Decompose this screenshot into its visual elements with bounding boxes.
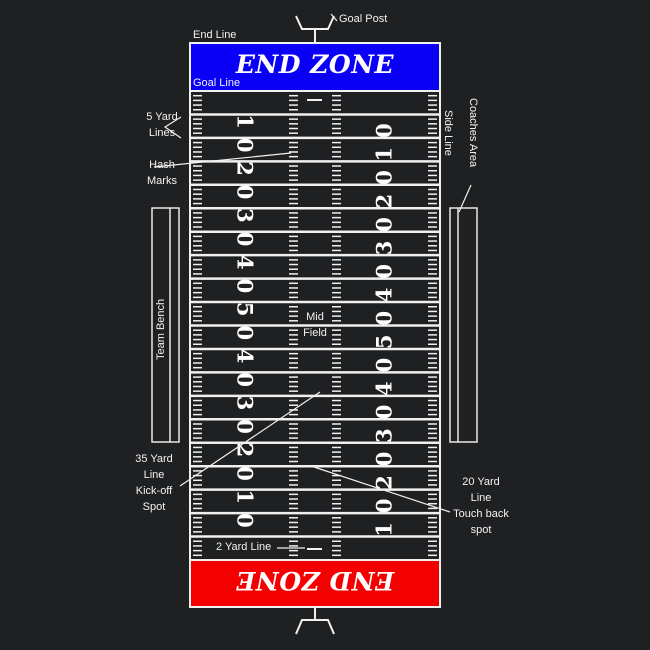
two-yard-line-label: 2 Yard Line <box>215 541 273 554</box>
touchback-spot-label: 20 Yard Line Touch back spot <box>446 476 516 537</box>
touchback-label-line3: Touch back <box>453 508 509 520</box>
team-bench-label: Team Bench <box>155 298 167 360</box>
touchback-label-line2: Line <box>470 492 492 504</box>
five-yard-lines-label: 5 Yard Lines <box>138 111 186 140</box>
yard-number: 10 <box>372 489 397 536</box>
goal-line-label: Goal Line <box>193 77 241 89</box>
mid-field-label-line2: Field <box>303 327 327 339</box>
kickoff-label-line2: Line <box>143 469 165 481</box>
touchback-label-line1: 20 Yard <box>462 476 500 488</box>
mid-field-label-line1: Mid <box>306 311 324 323</box>
five-yard-lines-label-line1: 5 Yard <box>146 111 178 123</box>
bottom-end-zone <box>189 559 441 608</box>
hash-marks-label: Hash Marks <box>140 159 184 188</box>
coaches-area-label: Coaches Area <box>467 98 479 168</box>
yard-number: 40 <box>233 255 258 302</box>
kickoff-label-line1: 35 Yard <box>135 453 173 465</box>
yard-number: 10 <box>372 114 397 161</box>
yard-number: 40 <box>233 349 258 396</box>
yard-lines <box>190 113 440 538</box>
yard-number: 40 <box>372 349 397 396</box>
top-end-zone-label: END ZONE <box>235 50 395 79</box>
bottom-goal-post-icon <box>295 607 335 635</box>
yard-number: 50 <box>233 302 258 349</box>
yard-number: 30 <box>233 396 258 443</box>
yard-number: 20 <box>372 161 397 208</box>
kickoff-spot-label: 35 Yard Line Kick-off Spot <box>128 453 180 514</box>
yard-number: 30 <box>233 208 258 255</box>
yard-number: 30 <box>372 208 397 255</box>
team-bench <box>151 207 180 443</box>
yard-number: 10 <box>233 489 258 536</box>
top-goal-post-icon <box>295 15 335 43</box>
yard-number: 30 <box>372 396 397 443</box>
side-line-label: Side Line <box>442 110 454 156</box>
yard-number: 20 <box>372 443 397 490</box>
yard-number: 20 <box>233 161 258 208</box>
pointer-lines <box>153 13 472 549</box>
coaches-area <box>449 207 478 443</box>
kickoff-label-line4: Spot <box>142 501 166 513</box>
yard-number: 40 <box>372 255 397 302</box>
yard-number: 50 <box>372 302 397 349</box>
top-end-zone <box>189 42 441 92</box>
kickoff-label-line3: Kick-off <box>135 485 173 497</box>
yard-number: 20 <box>233 443 258 490</box>
bottom-end-zone-label: END ZONE <box>235 566 395 595</box>
hash-marks <box>193 94 437 557</box>
hash-marks-label-line1: Hash <box>149 159 175 171</box>
goal-post-label: Goal Post <box>339 13 388 25</box>
five-yard-lines-label-line2: Lines <box>148 127 176 139</box>
hash-marks-label-line2: Marks <box>147 175 177 187</box>
yard-number: 10 <box>233 114 258 161</box>
end-line-label: End Line <box>193 29 237 41</box>
touchback-label-line4: spot <box>470 524 492 536</box>
mid-field-label: Mid Field <box>298 311 332 340</box>
